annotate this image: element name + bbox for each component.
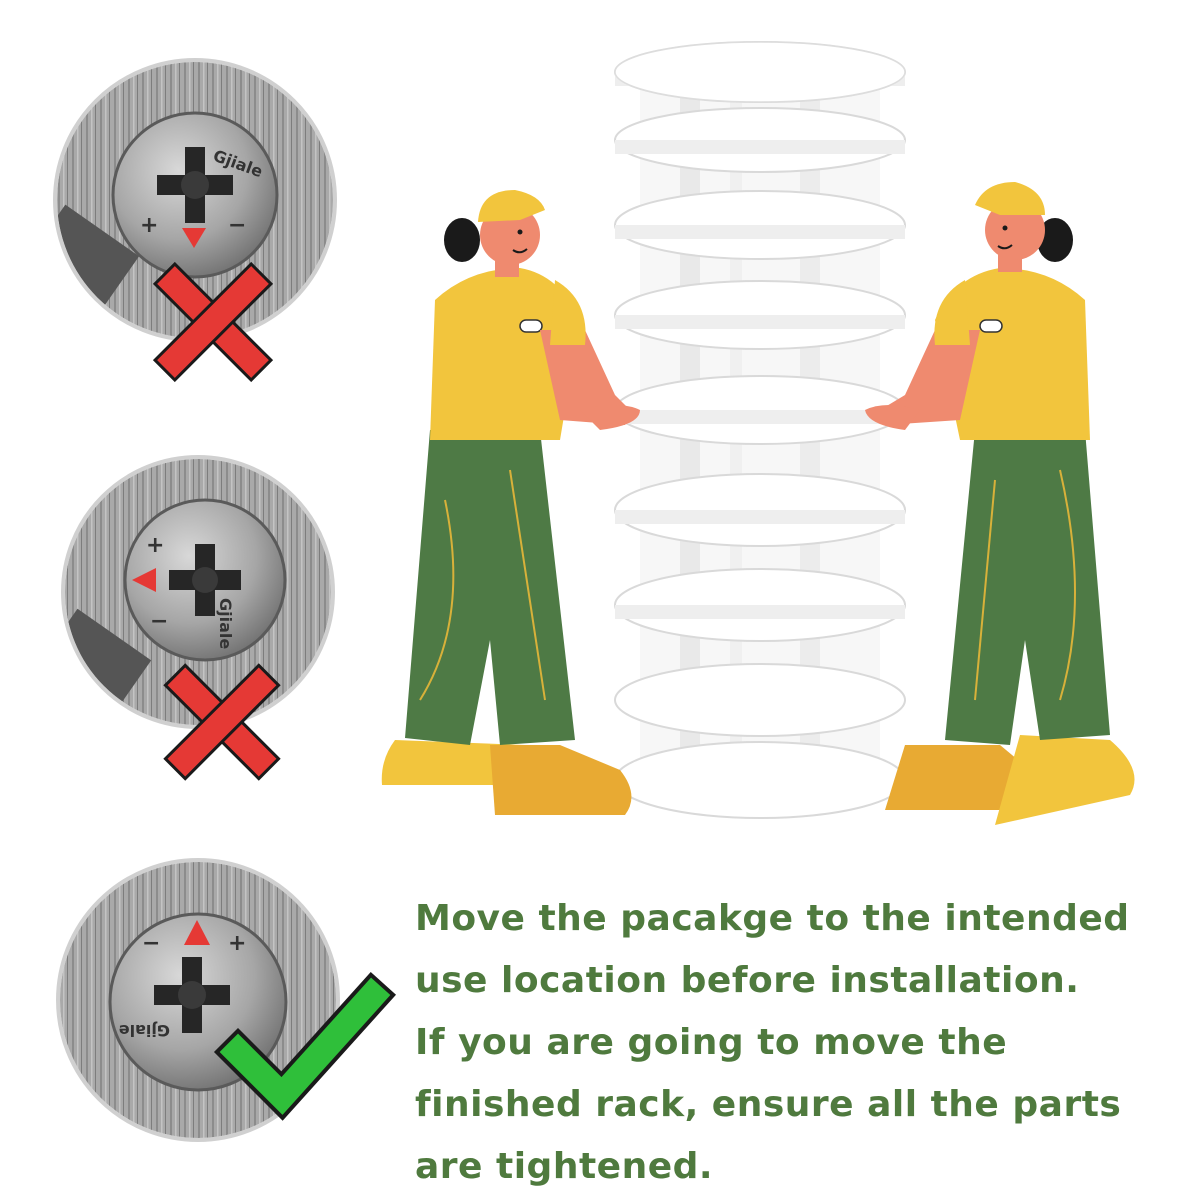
check-icon [213, 971, 397, 1121]
screw-closeup-3: Gjiale − + [56, 858, 397, 1142]
direction-arrow-icon [182, 228, 206, 248]
screw-closeup-2: Gjiale + − [61, 455, 335, 781]
cross-icon [163, 663, 281, 781]
worker-left [381, 190, 640, 815]
direction-arrow-icon [184, 920, 210, 945]
minus-sign: − [142, 931, 160, 956]
minus-sign: − [228, 213, 246, 238]
instruction-line-2: If you are going to move the finished ra… [415, 1022, 1122, 1187]
minus-sign: − [150, 609, 168, 634]
screw-brand-text: Gjiale [119, 1021, 170, 1040]
phillips-head-icon [157, 147, 233, 223]
cross-icon [152, 261, 274, 383]
plus-sign: + [146, 533, 164, 558]
plus-sign: + [140, 213, 158, 238]
screw-closeup-1: Gjiale + − [53, 58, 337, 383]
plus-sign: + [228, 931, 246, 956]
phillips-head-icon [154, 957, 230, 1033]
installation-instructions: Move the pacakge to the intended use loc… [415, 888, 1185, 1198]
rotating-shoe-rack [614, 41, 906, 819]
phillips-head-icon [169, 544, 241, 616]
screw-brand-text: Gjiale [216, 598, 235, 649]
instruction-line-1: Move the pacakge to the intended use loc… [415, 898, 1130, 1001]
worker-right [865, 182, 1135, 825]
direction-arrow-icon [132, 568, 156, 592]
